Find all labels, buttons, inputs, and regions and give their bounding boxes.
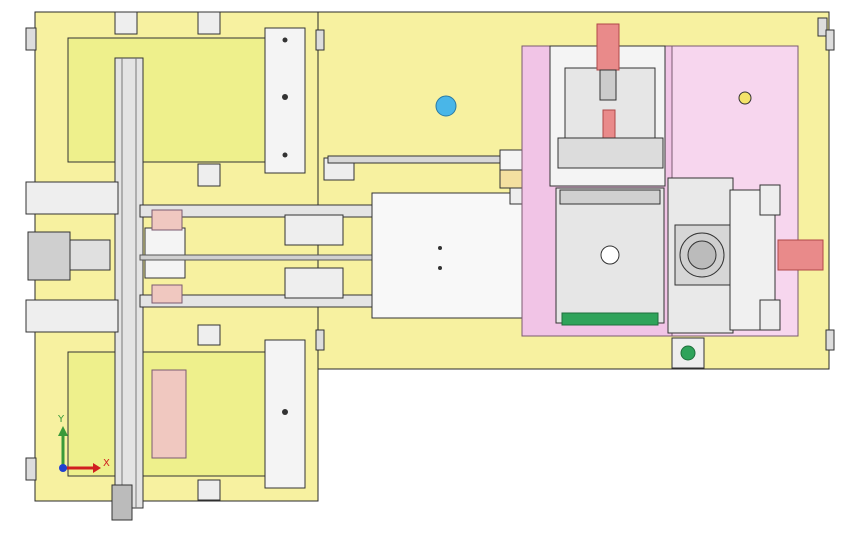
- axis-triad: [58, 426, 101, 473]
- gearbox-unit: [667, 177, 824, 334]
- vertical-linear-rail: [111, 57, 144, 521]
- rotary-index-table: [555, 187, 665, 326]
- blue-sensor: [435, 95, 457, 117]
- start-button[interactable]: [671, 337, 705, 369]
- lower-fixture-plate: [67, 324, 306, 501]
- x-axis-label: X: [103, 458, 110, 469]
- side-brackets: [25, 181, 119, 333]
- servo-motor: [27, 227, 186, 281]
- y-axis-label: Y: [58, 414, 65, 425]
- upper-fixture-plate: [67, 11, 306, 187]
